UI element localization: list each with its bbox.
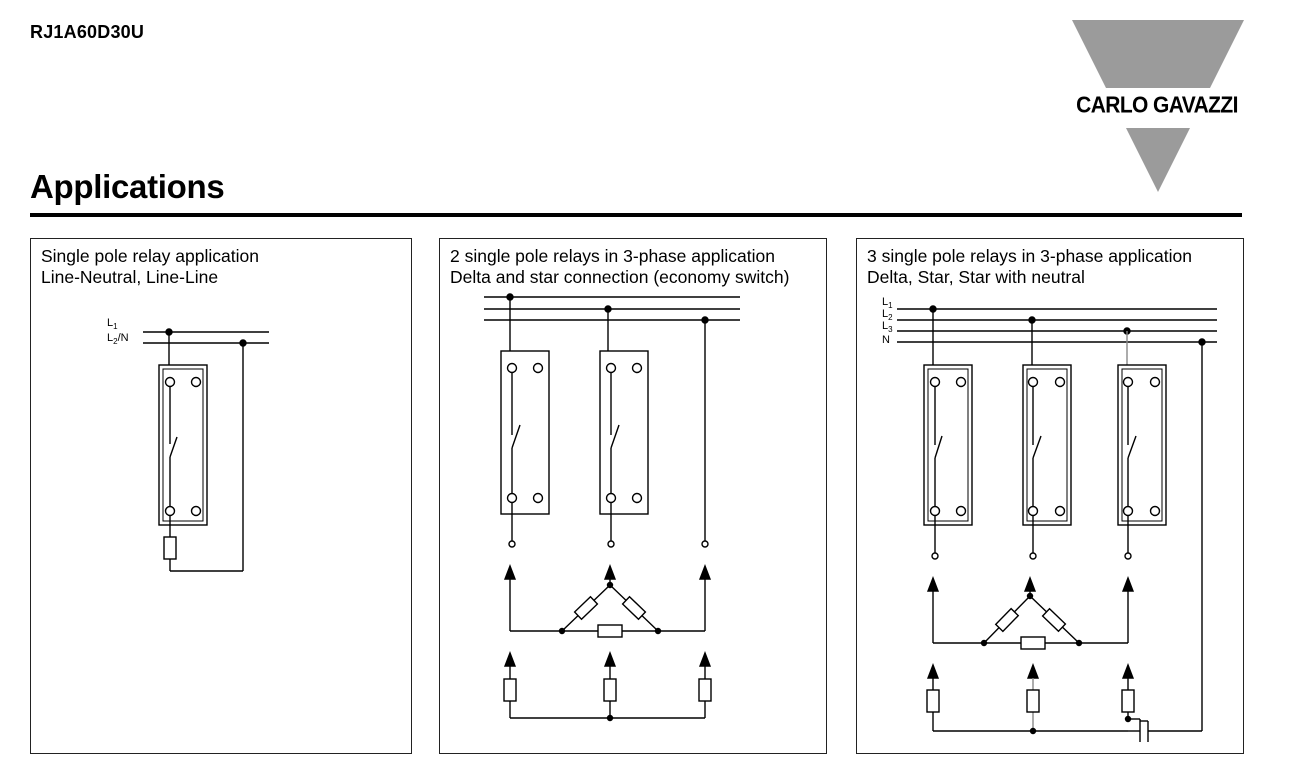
line-label-l1: L1 bbox=[107, 317, 118, 331]
caption-line-1: Single pole relay application bbox=[41, 246, 259, 266]
panel-caption: 3 single pole relays in 3-phase applicat… bbox=[867, 246, 1192, 288]
caption-line-2: Line-Neutral, Line-Line bbox=[41, 267, 219, 287]
panel-three-relays-3-phase: 3 single pole relays in 3-phase applicat… bbox=[856, 238, 1244, 754]
line-label-l3: L3 bbox=[882, 320, 893, 334]
panel-single-pole: Single pole relay application Line-Neutr… bbox=[30, 238, 412, 754]
wiring-diagram-delta-star-neutral: L1 L2 L3 N bbox=[882, 296, 1217, 742]
line-label-l1: L1 bbox=[882, 296, 893, 310]
line-label-n: N bbox=[882, 334, 890, 346]
caption-line-1: 2 single pole relays in 3-phase applicat… bbox=[450, 246, 775, 266]
product-code: RJ1A60D30U bbox=[30, 22, 145, 42]
panel-two-relays-3-phase: 2 single pole relays in 3-phase applicat… bbox=[439, 238, 827, 754]
wiring-diagram-delta-star bbox=[484, 293, 740, 722]
caption-line-2: Delta and star connection (economy switc… bbox=[450, 267, 790, 287]
panel-caption: Single pole relay application Line-Neutr… bbox=[41, 246, 259, 288]
caption-line-2: Delta, Star, Star with neutral bbox=[867, 267, 1085, 287]
title-rule bbox=[30, 213, 1242, 217]
panel-caption: 2 single pole relays in 3-phase applicat… bbox=[450, 246, 789, 288]
line-label-l2: L2 bbox=[882, 308, 893, 322]
line-label-l2n: L2/N bbox=[107, 332, 129, 346]
brand-name: CARLO GAVAZZI bbox=[1076, 92, 1238, 119]
wiring-diagram-single: L1 L2/N bbox=[107, 317, 269, 572]
carlo-gavazzi-logo-icon bbox=[1068, 20, 1248, 192]
caption-line-1: 3 single pole relays in 3-phase applicat… bbox=[867, 246, 1192, 266]
page-title: Applications bbox=[30, 168, 225, 205]
